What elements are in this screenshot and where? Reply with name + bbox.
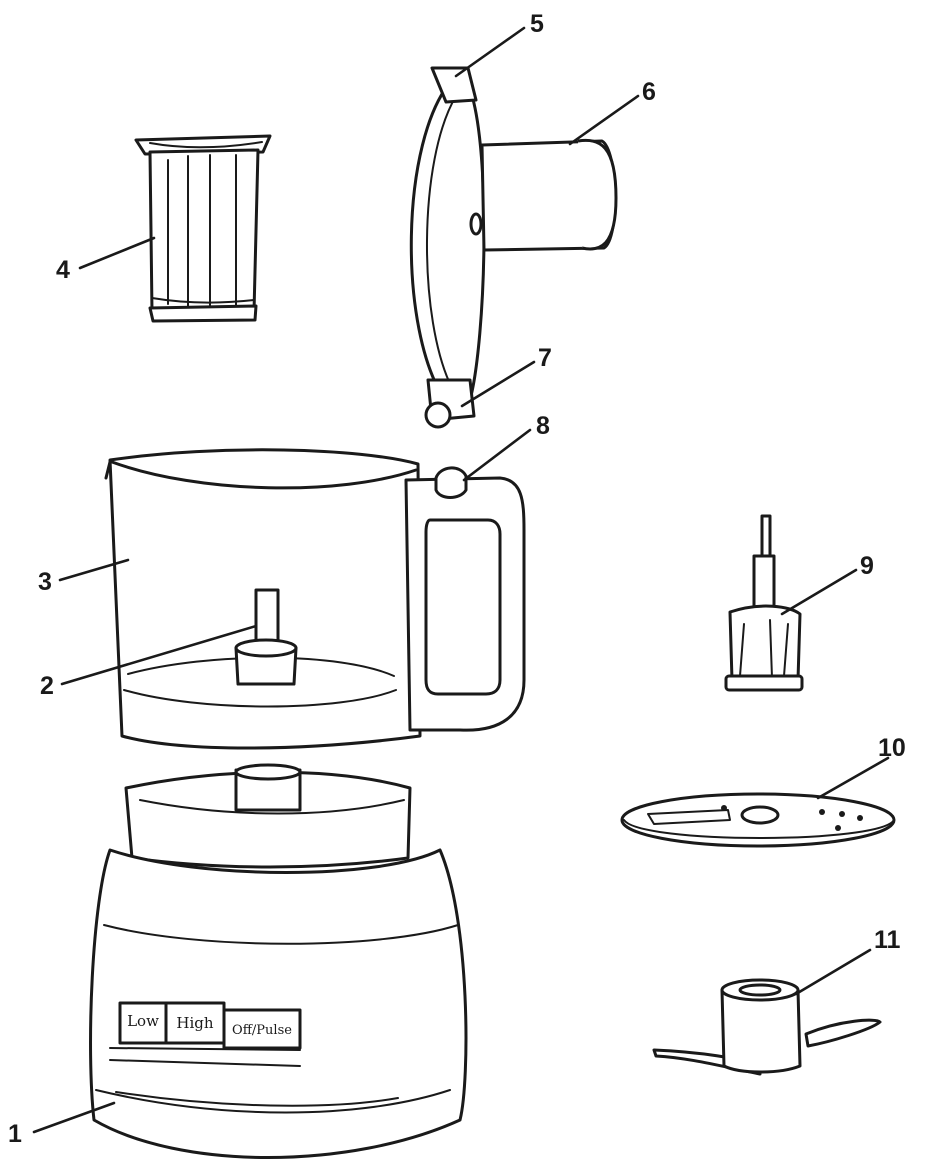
- callout-6: 6: [642, 78, 656, 106]
- leader-line-7: [460, 360, 536, 408]
- leader-line-3: [58, 558, 130, 582]
- callout-5: 5: [530, 10, 544, 38]
- base: Low High Off/Pulse: [89, 763, 468, 1159]
- leader-line-5: [454, 26, 526, 78]
- lid-latch-tab: [430, 66, 478, 104]
- high-button[interactable]: [164, 1001, 226, 1045]
- leader-line-1: [32, 1101, 116, 1134]
- leader-line-6: [568, 94, 640, 146]
- callout-1: 1: [8, 1120, 22, 1148]
- leader-line-2: [60, 624, 258, 686]
- low-button-label: Low: [127, 1012, 159, 1030]
- callout-11: 11: [874, 926, 901, 954]
- callout-2: 2: [40, 672, 54, 700]
- bowl-lock-knob: [434, 466, 468, 499]
- leader-line-10: [816, 756, 890, 800]
- slicing-disc: [620, 792, 896, 848]
- callout-4: 4: [56, 256, 70, 284]
- drive-adapter: [254, 588, 280, 648]
- feed-tube-pusher: [134, 134, 272, 323]
- leader-line-4: [78, 236, 156, 270]
- callout-7: 7: [538, 344, 552, 372]
- leader-line-11: [794, 948, 872, 996]
- high-button-label: High: [176, 1014, 213, 1032]
- leader-line-8: [462, 428, 532, 482]
- disc-adapter-stem: [724, 514, 804, 692]
- callout-9: 9: [860, 552, 874, 580]
- off-pulse-button[interactable]: [222, 1008, 302, 1050]
- work-bowl: [104, 448, 526, 750]
- leader-line-9: [780, 568, 858, 616]
- off-pulse-button-label: Off/Pulse: [232, 1023, 292, 1038]
- callout-10: 10: [878, 734, 906, 762]
- lid-with-feed-tube: [409, 66, 618, 429]
- callout-3: 3: [38, 568, 52, 596]
- callout-8: 8: [536, 412, 550, 440]
- chopping-blade: [652, 978, 882, 1076]
